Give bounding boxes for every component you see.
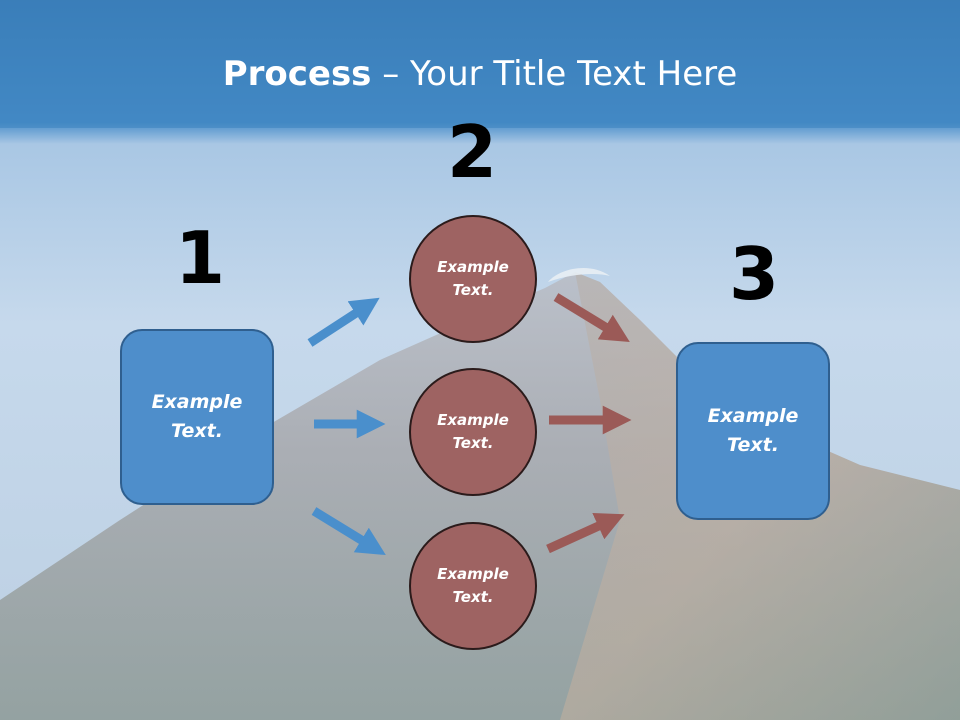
left-box-text: Example Text. [151,391,243,442]
process-circle-top: Example Text. [409,215,537,343]
arrow-up-right-blue [307,297,380,347]
process-circle-middle: Example Text. [409,368,537,496]
arrow-down-right-blue [311,507,386,556]
circle-bottom-text: Example Text. [437,565,509,606]
slide-title: Process – Your Title Text Here [0,52,960,96]
left-process-box: Example Text. [120,329,274,505]
title-rest: – Your Title Text Here [371,54,738,94]
step-number-2: 2 [446,110,498,194]
step-number-1: 1 [174,216,226,300]
circle-top-text: Example Text. [437,258,509,299]
right-process-box: Example Text. [676,342,830,520]
arrow-up-right-brown [546,513,625,554]
right-box-text: Example Text. [707,405,799,456]
process-circle-bottom: Example Text. [409,522,537,650]
circle-middle-text: Example Text. [437,411,509,452]
title-bold: Process [222,54,372,94]
step-number-3: 3 [728,232,780,316]
arrow-down-right-brown [553,293,630,342]
